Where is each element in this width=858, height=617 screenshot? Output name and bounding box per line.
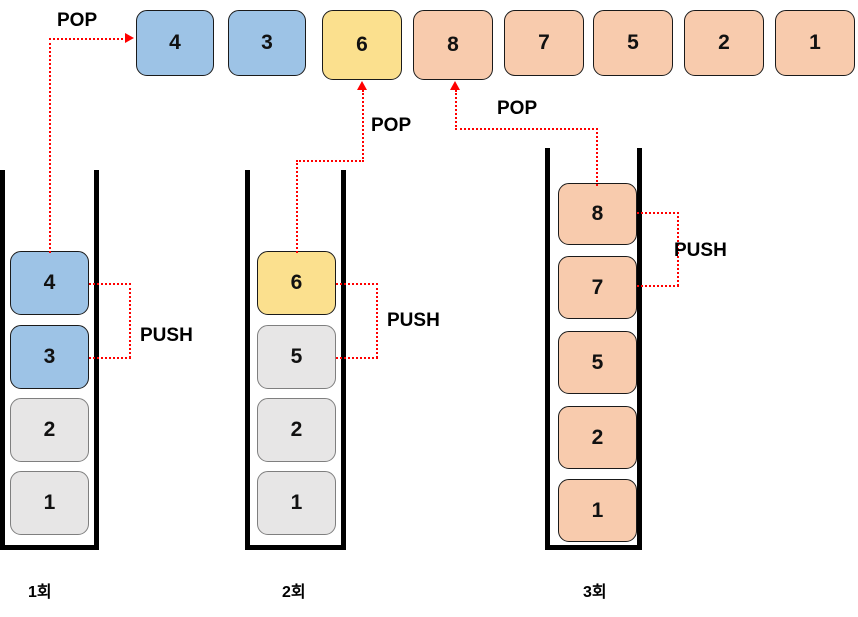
stack3-item-5: 1 [558, 479, 637, 542]
output-box-6: 5 [593, 10, 673, 76]
stack1-push-label: PUSH [140, 325, 193, 346]
stack2-pop-line-v1 [296, 160, 298, 253]
stack1-item-1: 4 [10, 251, 89, 315]
stack3-pop-line-h1 [455, 128, 598, 130]
stack2-push-bracket-bottom [336, 357, 378, 359]
stack1-push-bracket-bottom [89, 357, 131, 359]
stack3-bottom-wall [545, 545, 642, 550]
stack2-pop-line-v2 [362, 90, 364, 162]
stack2-item-3: 2 [257, 398, 336, 462]
stack2-push-bracket-top [336, 283, 378, 285]
stack1-item-2: 3 [10, 325, 89, 389]
stack2-pop-label: POP [371, 115, 412, 136]
output-box-3: 6 [322, 10, 402, 80]
stack3-pop-line-v2 [455, 90, 457, 130]
stack3-pop-line-v1 [596, 128, 598, 186]
stack3-pop-arrowhead [450, 81, 460, 90]
stack2-push-bracket-side [376, 283, 378, 358]
stack3-item-4: 2 [558, 406, 637, 469]
stack1-push-bracket-side [129, 283, 131, 358]
stack1-bottom-wall [0, 545, 99, 550]
output-box-2: 3 [228, 10, 306, 76]
stack3-push-bracket-top [637, 212, 679, 214]
stack3-push-label: PUSH [674, 240, 727, 261]
stack1-push-bracket-top [89, 283, 131, 285]
stack2-push-label: PUSH [387, 310, 440, 331]
stack3-left-wall [545, 148, 550, 550]
stack3-pop-label: POP [497, 98, 538, 119]
stack3-push-bracket-bottom [637, 285, 679, 287]
stack3-item-3: 5 [558, 331, 637, 394]
stack3-push-bracket-side [677, 212, 679, 286]
stack2-bottom-wall [245, 545, 346, 550]
stack1-right-wall [94, 170, 99, 550]
output-box-5: 7 [504, 10, 584, 76]
stack1-pop-arrowhead [125, 33, 134, 43]
stack1-item-4: 1 [10, 471, 89, 535]
stack1-caption: 1회 [28, 584, 52, 601]
stack3-item-1: 8 [558, 183, 637, 245]
output-box-8: 1 [775, 10, 855, 76]
stack3-right-wall [637, 148, 642, 550]
stack3-item-2: 7 [558, 256, 637, 319]
output-box-4: 8 [413, 10, 493, 80]
stack2-left-wall [245, 170, 250, 550]
stack1-item-3: 2 [10, 398, 89, 462]
stack2-caption: 2회 [282, 584, 306, 601]
stack1-pop-line-vertical [49, 38, 51, 253]
stack2-pop-arrowhead [357, 81, 367, 90]
stack3-caption: 3회 [583, 584, 607, 601]
stack2-item-4: 1 [257, 471, 336, 535]
stack2-item-2: 5 [257, 325, 336, 389]
output-box-1: 4 [136, 10, 214, 76]
output-box-7: 2 [684, 10, 764, 76]
stack2-pop-line-h1 [296, 160, 364, 162]
stack2-item-1: 6 [257, 251, 336, 315]
stack1-pop-line-horizontal [49, 38, 127, 40]
stack2-right-wall [341, 170, 346, 550]
stack1-pop-label: POP [57, 10, 98, 31]
stack1-left-wall [0, 170, 5, 550]
